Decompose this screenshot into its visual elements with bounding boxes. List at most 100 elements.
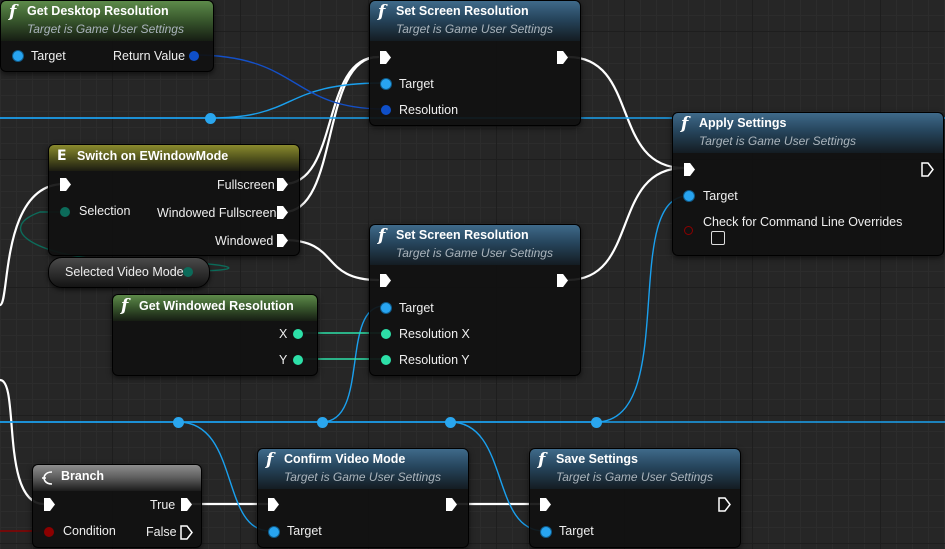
reroute-node[interactable] [205,113,216,124]
exec-wire [0,378,46,506]
node-header: Branch [33,465,201,491]
node-title: Branch [61,469,105,483]
function-icon: f [266,450,274,470]
node-subtitle: Target is Game User Settings [699,134,856,148]
target-pin[interactable] [13,51,23,61]
check-overrides-checkbox[interactable] [711,231,725,245]
pin-label: Condition [63,524,116,538]
exec-in-pin[interactable] [380,51,391,64]
pin-label: Return Value [113,49,186,63]
node-header: f Get Windowed Resolution [113,295,317,321]
target-pin[interactable] [381,303,391,313]
node-header: f Set Screen Resolution Target is Game U… [370,1,580,41]
condition-pin[interactable] [44,527,54,537]
y-pin[interactable] [293,355,303,365]
node-title: Switch on EWindowMode [77,149,229,163]
branch-icon [42,471,53,485]
set-screen-resolution-node[interactable]: f Set Screen Resolution Target is Game U… [369,0,581,126]
node-header: f Save Settings Target is Game User Sett… [530,449,740,489]
switch-icon: E [57,148,67,164]
fullscreen-exec-pin[interactable] [277,178,288,191]
reroute-node[interactable] [173,417,184,428]
selection-pin[interactable] [60,207,70,217]
false-exec-pin[interactable] [180,525,193,540]
node-header: f Apply Settings Target is Game User Set… [673,113,943,153]
pin-label: Target [559,524,594,538]
node-title: Apply Settings [699,116,787,130]
exec-in-pin[interactable] [380,274,391,287]
exec-in-pin[interactable] [540,498,551,511]
pin-label: True [150,498,176,512]
node-header: f Get Desktop Resolution Target is Game … [1,1,213,41]
node-subtitle: Target is Game User Settings [284,470,441,484]
save-settings-node[interactable]: f Save Settings Target is Game User Sett… [529,448,741,548]
branch-node[interactable]: Branch Condition True False [32,464,202,548]
exec-in-pin[interactable] [60,178,71,191]
exec-wire [282,55,380,214]
node-header: f Set Screen Resolution Target is Game U… [370,225,580,265]
pin-label: Target [399,77,434,91]
exec-out-pin[interactable] [718,497,731,512]
confirm-video-mode-node[interactable]: f Confirm Video Mode Target is Game User… [257,448,469,548]
resolution-x-pin[interactable] [381,329,391,339]
set-screen-resolution-node[interactable]: f Set Screen Resolution Target is Game U… [369,224,581,376]
target-pin[interactable] [381,79,391,89]
resolution-pin[interactable] [381,105,391,115]
exec-out-pin[interactable] [446,498,457,511]
target-pin[interactable] [684,191,694,201]
pin-label: X [279,327,288,341]
node-title: Confirm Video Mode [284,452,406,466]
pin-label: Target [703,189,738,203]
exec-out-pin[interactable] [557,274,568,287]
node-subtitle: Target is Game User Settings [396,22,553,36]
switch-on-ewindowmode-node[interactable]: E Switch on EWindowMode Selection Fullsc… [48,144,300,256]
node-title: Set Screen Resolution [396,228,529,242]
pin-label: Windowed [215,234,274,248]
node-title: Get Desktop Resolution [27,4,169,18]
function-icon: f [681,114,689,134]
reroute-node[interactable] [445,417,456,428]
true-exec-pin[interactable] [181,498,192,511]
target-pin[interactable] [541,527,551,537]
selected-video-mode-node[interactable]: Selected Video Mode [48,257,210,288]
pin-label: False [146,525,177,539]
get-windowed-resolution-node[interactable]: f Get Windowed Resolution X Y [112,294,318,376]
object-wire [177,421,271,532]
check-overrides-pin[interactable] [684,226,693,235]
pin-label: Y [279,353,288,367]
pin-label: Fullscreen [217,178,275,192]
exec-in-pin[interactable] [44,498,55,511]
node-subtitle: Target is Game User Settings [556,470,713,484]
windowed-fullscreen-exec-pin[interactable] [277,206,288,219]
target-pin[interactable] [269,527,279,537]
variable-label: Selected Video Mode [65,265,184,279]
selected-video-mode-pin[interactable] [183,267,193,277]
windowed-exec-pin[interactable] [277,234,288,247]
function-icon: f [378,226,386,246]
object-wire [595,195,689,423]
reroute-node[interactable] [317,417,328,428]
pin-label: Resolution [399,103,459,117]
pin-label: Target [287,524,322,538]
apply-settings-node[interactable]: f Apply Settings Target is Game User Set… [672,112,944,256]
exec-out-pin[interactable] [921,162,934,177]
node-subtitle: Target is Game User Settings [396,246,553,260]
exec-in-pin[interactable] [268,498,279,511]
exec-in-pin[interactable] [684,163,695,176]
node-header: E Switch on EWindowMode [49,145,299,171]
resolution-y-pin[interactable] [381,355,391,365]
node-subtitle: Target is Game User Settings [27,22,184,36]
get-desktop-resolution-node[interactable]: f Get Desktop Resolution Target is Game … [0,0,214,72]
node-title: Save Settings [556,452,638,466]
exec-out-pin[interactable] [557,51,568,64]
vector-wire [193,54,385,110]
pin-label: Selection [79,204,131,218]
function-icon: f [378,2,386,22]
pin-label: Resolution Y [399,353,470,367]
pin-label: Check for Command Line Overrides [703,215,903,229]
node-title: Get Windowed Resolution [139,299,294,313]
pin-label: Windowed Fullscreen [157,206,277,220]
reroute-node[interactable] [591,417,602,428]
return-value-pin[interactable] [189,51,199,61]
x-pin[interactable] [293,329,303,339]
